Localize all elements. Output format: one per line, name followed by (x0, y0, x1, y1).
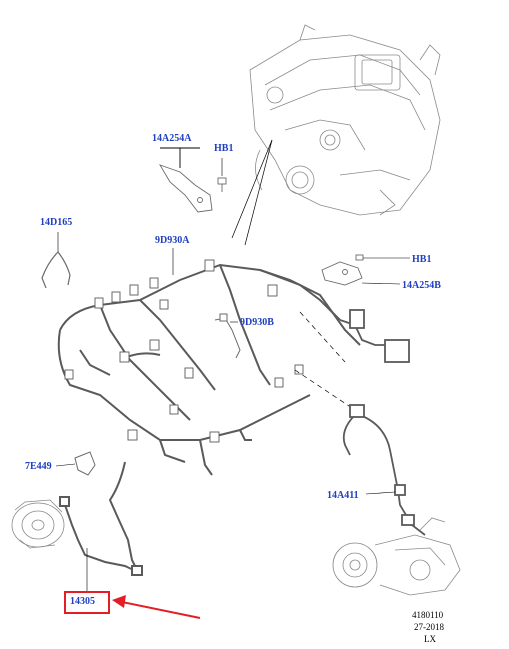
dashed-leader-14a411 (294, 369, 356, 411)
part-label-14a411: 14A411 (327, 490, 359, 501)
reference-line-1: 4180110 (412, 610, 444, 620)
harness-connectors (64, 259, 304, 443)
part-label-7e449: 7E449 (25, 461, 52, 472)
main-harness-9d930a (57, 248, 361, 476)
bracket-14a254b (321, 254, 410, 286)
bolt-hb1-upper (217, 158, 227, 192)
harness-14d165 (41, 232, 71, 289)
harness-14a411 (342, 404, 426, 536)
part-label-14305: 14305 (70, 596, 95, 607)
highlight-box-14305 (64, 591, 110, 614)
part-label-hb1-lower: HB1 (412, 254, 432, 265)
part-label-9d930a: 9D930A (155, 235, 190, 246)
highlight-arrow (112, 595, 201, 619)
part-label-14a254b: 14A254B (402, 280, 441, 291)
reference-line-3: LX (424, 634, 436, 644)
part-label-14d165: 14D165 (40, 217, 73, 228)
reference-line-2: 27-2018 (414, 622, 444, 632)
alternator-illustration (11, 499, 65, 549)
harness-right-branch (339, 309, 410, 363)
turbocharger-illustration (332, 517, 461, 596)
dashed-leader-right (299, 311, 346, 363)
engine-illustration (249, 24, 441, 216)
part-label-9d930b: 9D930B (240, 317, 274, 328)
bracket-9d930b (214, 313, 241, 359)
part-label-14a254a: 14A254A (152, 133, 192, 144)
bracket-14a254a (158, 147, 213, 213)
sensor-7e449 (55, 451, 96, 476)
cable-14305 (59, 461, 143, 592)
part-label-hb1-upper: HB1 (214, 143, 234, 154)
engine-leader-lines (231, 139, 273, 246)
